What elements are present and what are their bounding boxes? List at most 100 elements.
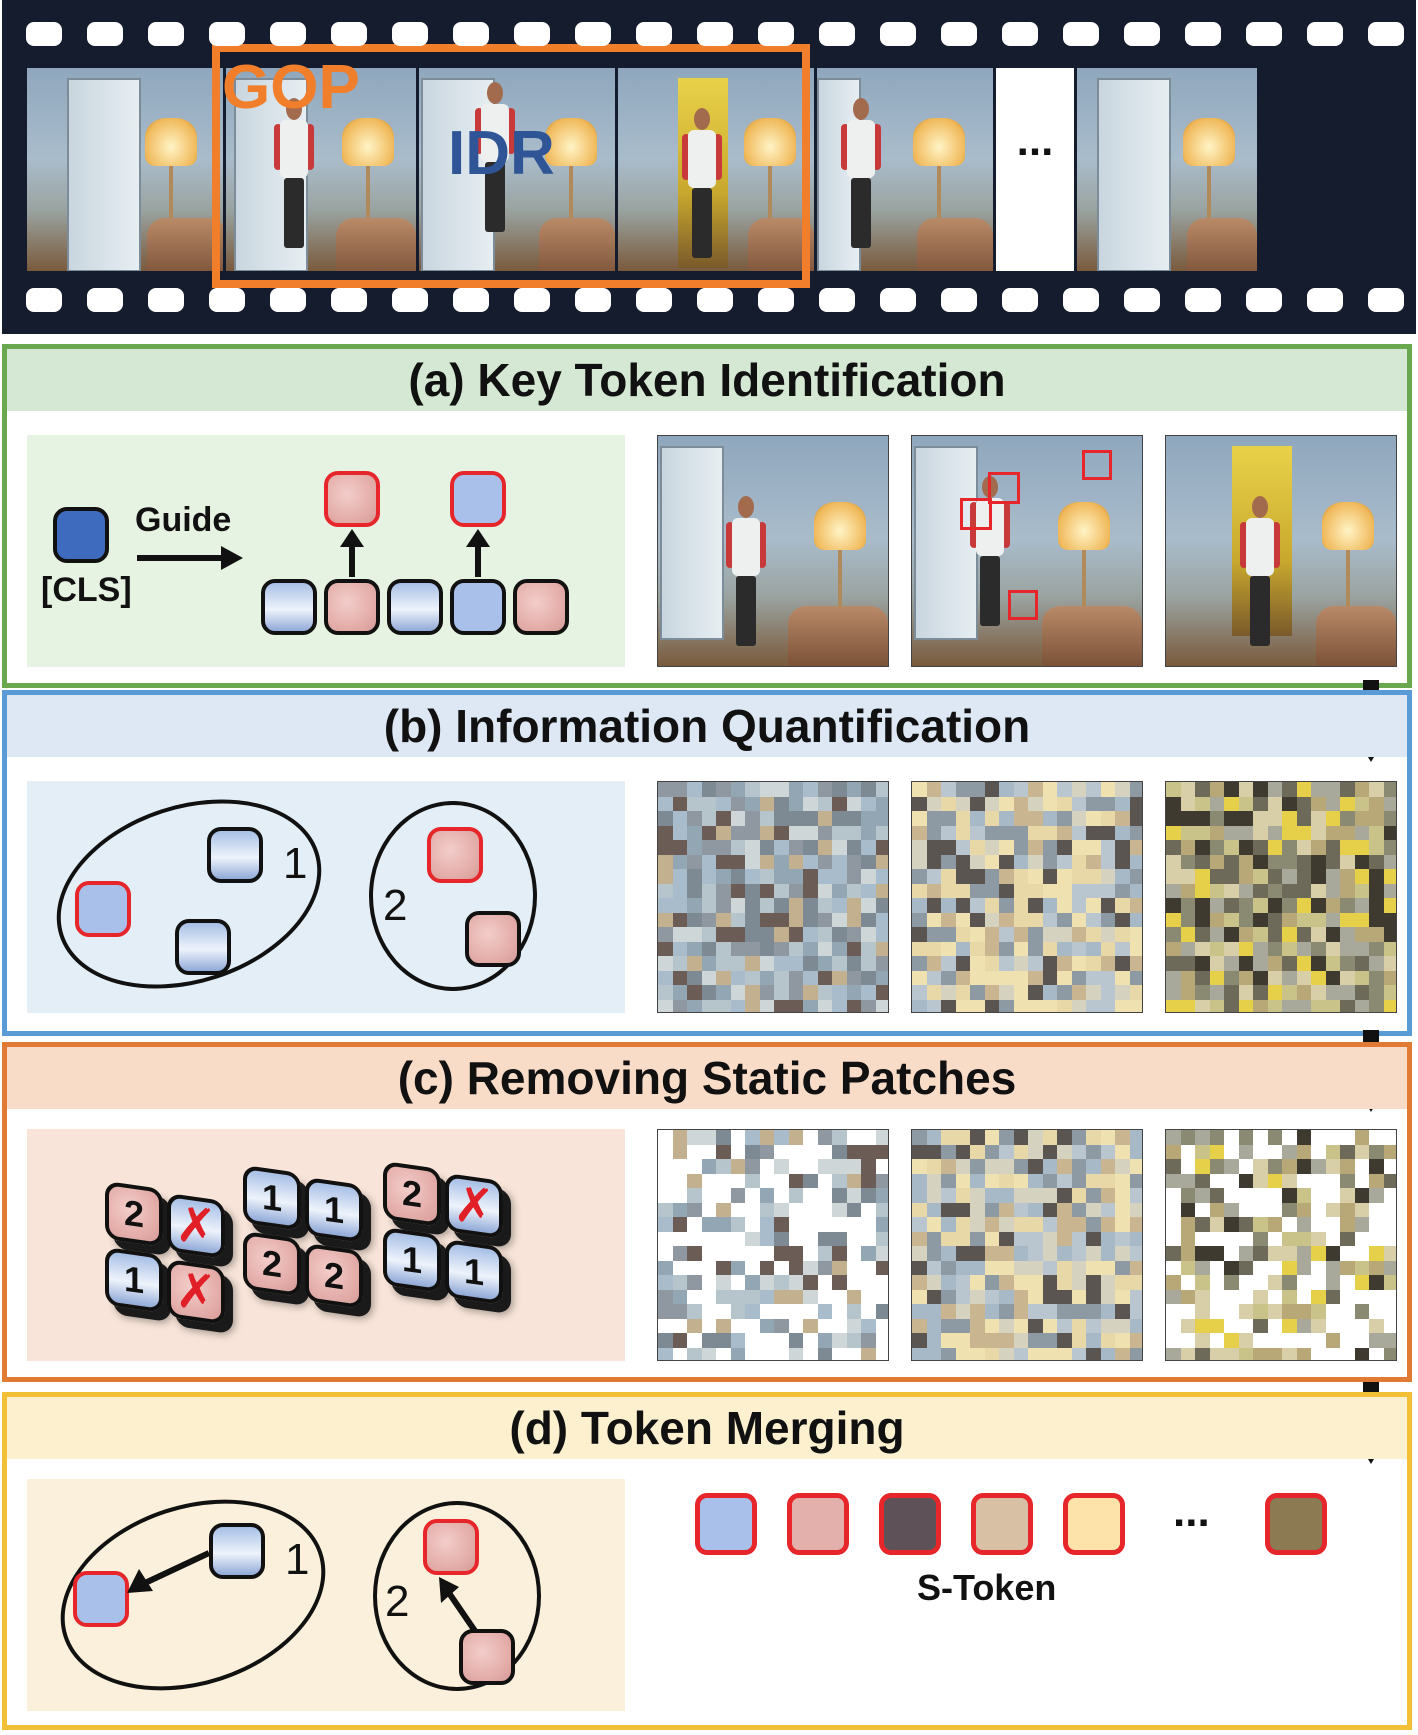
cube-label: 2 [261, 1241, 283, 1286]
patch [745, 1318, 761, 1334]
patch [861, 1246, 877, 1262]
patch [875, 782, 888, 798]
patch [788, 941, 804, 957]
patch [701, 1246, 717, 1262]
patch [1383, 941, 1396, 957]
patch [955, 1130, 971, 1146]
patch [774, 1275, 790, 1291]
patch [861, 796, 877, 812]
patch [672, 1144, 688, 1160]
patch [970, 1333, 986, 1349]
patch [817, 1202, 833, 1218]
cube-label: 1 [401, 1237, 423, 1282]
patch [774, 840, 790, 856]
patch [1195, 985, 1211, 1001]
patch [672, 927, 688, 943]
patch [1195, 1347, 1211, 1360]
patch [1071, 1333, 1087, 1349]
patch [788, 1318, 804, 1334]
patch [803, 854, 819, 870]
patch [912, 782, 928, 798]
patch [672, 1289, 688, 1305]
patch [716, 782, 732, 798]
patch [803, 1304, 819, 1320]
patch [1267, 1217, 1283, 1233]
patch [687, 782, 703, 798]
patch [1253, 840, 1269, 856]
patch [716, 1173, 732, 1189]
patch [701, 1217, 717, 1233]
patch [672, 869, 688, 885]
patch [716, 956, 732, 972]
patch [1129, 1246, 1142, 1262]
patch [1100, 1130, 1116, 1146]
patch [1340, 1246, 1356, 1262]
video-frame-1 [27, 68, 223, 271]
patch [984, 1231, 1000, 1247]
patch [832, 782, 848, 798]
patch [672, 1202, 688, 1218]
patch [774, 1333, 790, 1349]
patch [1253, 941, 1269, 957]
patch [1369, 985, 1385, 1001]
patch [687, 999, 703, 1012]
patch [1057, 811, 1073, 827]
patch [1028, 956, 1044, 972]
patch [955, 1304, 971, 1320]
patch [1028, 1173, 1044, 1189]
patch [1166, 811, 1182, 827]
patch [1042, 840, 1058, 856]
video-frame-5 [817, 68, 993, 271]
token-blue [209, 1523, 265, 1579]
patch [1267, 912, 1283, 928]
patch [955, 1173, 971, 1189]
patch [658, 970, 674, 986]
patch [774, 912, 790, 928]
patch [926, 1304, 942, 1320]
patch [1296, 985, 1312, 1001]
up-arrow-2 [466, 529, 490, 577]
patch [1354, 1144, 1370, 1160]
patch [999, 811, 1015, 827]
patch [1195, 1304, 1211, 1320]
patch [1042, 898, 1058, 914]
patch [759, 1260, 775, 1276]
token-cube: 2 [305, 1242, 363, 1310]
patch [1296, 1173, 1312, 1189]
patch [832, 883, 848, 899]
patch [1311, 1159, 1327, 1175]
patch [788, 869, 804, 885]
patch [1180, 999, 1196, 1012]
patch [1238, 898, 1254, 914]
cross-mark: ✗ [175, 1195, 217, 1257]
patch [912, 1275, 928, 1291]
patch [730, 1144, 746, 1160]
patch [1340, 999, 1356, 1012]
patch [875, 1289, 888, 1305]
patch [1238, 1202, 1254, 1218]
patch [803, 796, 819, 812]
patch [955, 1333, 971, 1349]
patch [1028, 970, 1044, 986]
patch [941, 898, 957, 914]
patch [832, 1188, 848, 1204]
patch [1296, 825, 1312, 841]
patch [1071, 970, 1087, 986]
patch [832, 927, 848, 943]
patch [687, 1304, 703, 1320]
patch [1057, 1246, 1073, 1262]
patch [832, 840, 848, 856]
patch [1166, 840, 1182, 856]
patch [846, 869, 862, 885]
patch [687, 912, 703, 928]
patch [861, 1188, 877, 1204]
patch [745, 782, 761, 798]
patch [745, 941, 761, 957]
patch [1209, 1275, 1225, 1291]
patch [1195, 782, 1211, 798]
patch [832, 811, 848, 827]
patch [875, 1260, 888, 1276]
patch [716, 1217, 732, 1233]
patch [955, 1318, 971, 1334]
patch [832, 912, 848, 928]
